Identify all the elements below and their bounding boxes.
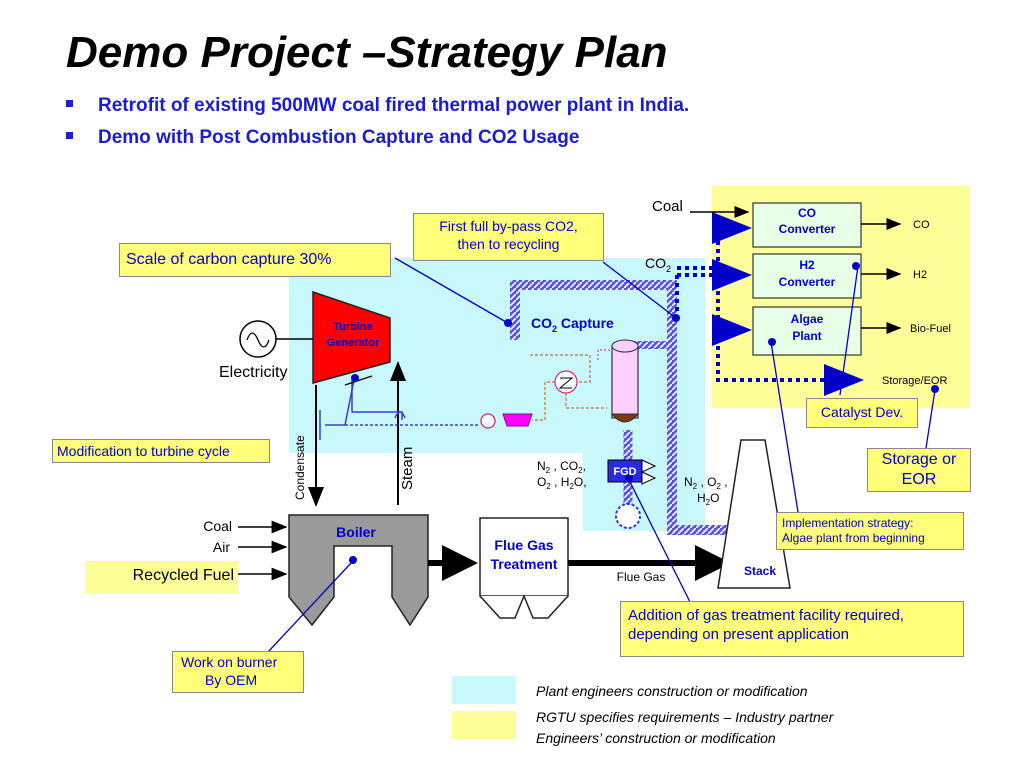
algae-plant-box bbox=[752, 306, 862, 356]
boiler-shape bbox=[288, 514, 429, 627]
algae-label-1: Algae bbox=[791, 312, 824, 326]
legend-cyan-text: Plant engineers construction or modifica… bbox=[536, 683, 808, 699]
coal-boiler-label: Coal bbox=[203, 518, 232, 534]
h2-converter-label-1: H2 bbox=[799, 258, 815, 272]
callout-storage-line2: EOR bbox=[901, 471, 937, 488]
co-converter-label-2: Converter bbox=[779, 222, 836, 236]
callout-storage: Storage or EOR bbox=[867, 448, 971, 492]
callout-implementation: Implementation strategy: Algae plant fro… bbox=[776, 512, 964, 550]
callout-burner: Work on burner By OEM bbox=[172, 651, 304, 693]
h2-converter-label-2: Converter bbox=[779, 275, 836, 289]
gas-mix-left-line2: O2 , H2O, bbox=[537, 475, 587, 491]
flue-gas-label: Flue Gas bbox=[617, 570, 666, 584]
co-converter-label-1: CO bbox=[798, 206, 816, 220]
out-biofuel-label: Bio-Fuel bbox=[910, 323, 951, 335]
h2-converter-box bbox=[752, 253, 862, 299]
condensate-label: Condensate bbox=[293, 435, 307, 500]
turbine-label-1: Turbine bbox=[333, 321, 373, 333]
callout-gas-treat-line1: Addition of gas treatment facility requi… bbox=[628, 607, 904, 624]
callout-turbine-mod: Modification to turbine cycle bbox=[52, 439, 270, 463]
bullet-2-text: Demo with Post Combustion Capture and CO… bbox=[98, 127, 580, 148]
callout-gas-treat-line2: depending on present application bbox=[628, 625, 850, 643]
co-converter-box bbox=[752, 202, 862, 248]
fan-symbol bbox=[615, 503, 641, 529]
fgd-label: FGD bbox=[613, 466, 636, 478]
legend-cyan-swatch bbox=[452, 676, 516, 704]
turbine-label-2: Generator bbox=[327, 337, 380, 349]
callout-bypass-line2: then to recycling bbox=[457, 235, 560, 252]
boiler-label: Boiler bbox=[336, 524, 376, 540]
callout-burner-line1: Work on burner bbox=[181, 654, 278, 670]
bullet-1-text: Retrofit of existing 500MW coal fired th… bbox=[98, 95, 690, 116]
bullet-square-icon bbox=[66, 132, 73, 140]
page-title: Demo Project –Strategy Plan bbox=[66, 28, 668, 77]
absorber-column bbox=[611, 345, 639, 419]
callout-catalyst: Catalyst Dev. bbox=[806, 398, 918, 428]
air-label: Air bbox=[213, 539, 230, 555]
bullet-2: Demo with Post Combustion Capture and CO… bbox=[66, 127, 579, 149]
callout-impl-line1: Implementation strategy: bbox=[782, 516, 914, 530]
co2-capture-label: CO2 Capture bbox=[531, 315, 614, 334]
fgt-label-2: Treatment bbox=[491, 556, 558, 572]
gas-mix-right-line1: N2 , O2 , bbox=[684, 475, 728, 491]
callout-bypass: First full by-pass CO2, then to recyclin… bbox=[413, 213, 604, 261]
algae-label-2: Plant bbox=[792, 329, 821, 343]
callout-storage-line1: Storage or bbox=[881, 451, 957, 468]
co2-flow-storage bbox=[716, 330, 864, 396]
out-h2-label: H2 bbox=[913, 269, 927, 281]
coal-top-label: Coal bbox=[652, 198, 683, 215]
callout-bypass-line1: First full by-pass CO2, bbox=[439, 218, 578, 234]
co2-flow-co bbox=[677, 212, 752, 270]
stack-label: Stack bbox=[744, 564, 776, 578]
co2-flow-algae bbox=[712, 275, 752, 346]
bullet-1: Retrofit of existing 500MW coal fired th… bbox=[66, 95, 689, 117]
steam-label: Steam bbox=[399, 447, 416, 490]
electricity-label: Electricity bbox=[219, 364, 287, 381]
out-storage-label: Storage/EOR bbox=[882, 375, 947, 387]
flue-gas-treatment-box bbox=[479, 517, 569, 597]
gas-mix-right-line2: H2O bbox=[697, 491, 719, 507]
stack-shape bbox=[717, 439, 791, 589]
legend-yellow-swatch bbox=[452, 711, 516, 739]
co2-label: CO2 bbox=[645, 255, 671, 274]
out-co-label: CO bbox=[913, 219, 930, 231]
legend-yellow-text-2: Engineers’ construction or modification bbox=[536, 730, 776, 746]
callout-burner-line2: By OEM bbox=[205, 671, 258, 688]
fgt-label-1: Flue Gas bbox=[494, 537, 553, 553]
callout-gas-treatment: Addition of gas treatment facility requi… bbox=[620, 601, 964, 657]
recycled-fuel-label: Recycled Fuel bbox=[85, 561, 238, 593]
callout-impl-line2: Algae plant from beginning bbox=[782, 531, 925, 545]
gas-mix-left-line1: N2 , CO2, bbox=[537, 459, 586, 475]
bullet-square-icon bbox=[66, 100, 73, 108]
legend-yellow-text-1: RGTU specifies requirements – Industry p… bbox=[536, 709, 834, 725]
callout-scale: Scale of carbon capture 30% bbox=[119, 243, 391, 277]
